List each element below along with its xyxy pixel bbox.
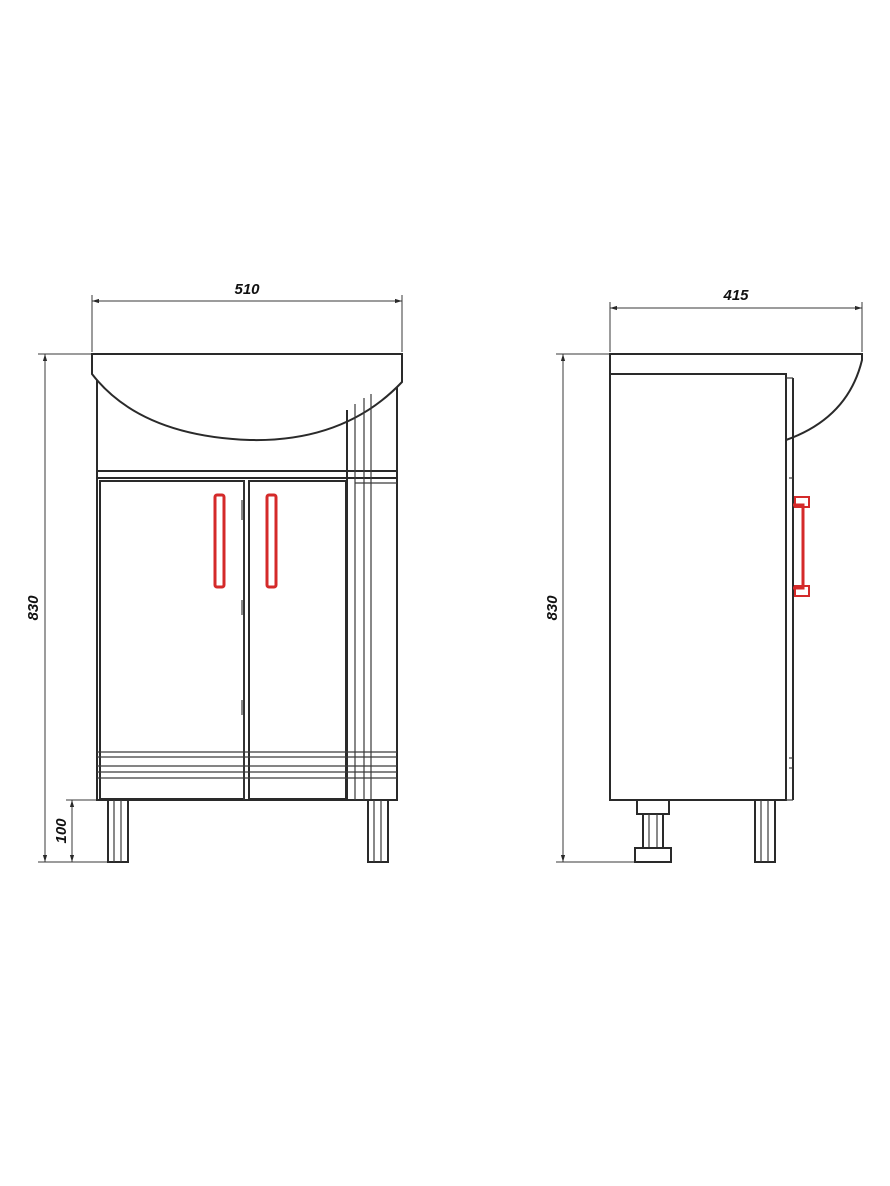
front-width-label: 510	[234, 281, 260, 298]
side-cabinet-body	[609, 373, 787, 801]
right-door-handle	[265, 493, 278, 589]
side-depth-label: 415	[722, 287, 749, 304]
side-view: 415 830	[544, 287, 863, 863]
side-basin	[609, 353, 863, 442]
side-handle	[793, 503, 805, 590]
leg-height-label: 100	[53, 818, 70, 844]
side-height-dimension: 830	[544, 353, 640, 863]
side-height-label: 830	[544, 595, 561, 621]
front-height-label: 830	[25, 595, 42, 621]
front-basin	[91, 353, 403, 442]
leg-height-dimension: 100	[53, 799, 100, 862]
front-height-dimension: 830	[25, 353, 112, 863]
side-back-leg	[754, 799, 776, 863]
front-cabinet-body	[96, 379, 398, 801]
left-door-handle	[213, 493, 226, 589]
left-door	[99, 480, 245, 800]
side-adjustable-leg	[634, 799, 672, 863]
front-left-leg	[107, 799, 129, 863]
front-width-dimension: 510	[91, 281, 403, 352]
right-door	[248, 480, 347, 800]
front-right-leg	[367, 799, 389, 863]
side-depth-dimension: 415	[609, 287, 863, 352]
front-view: 510 830 100	[25, 281, 403, 863]
